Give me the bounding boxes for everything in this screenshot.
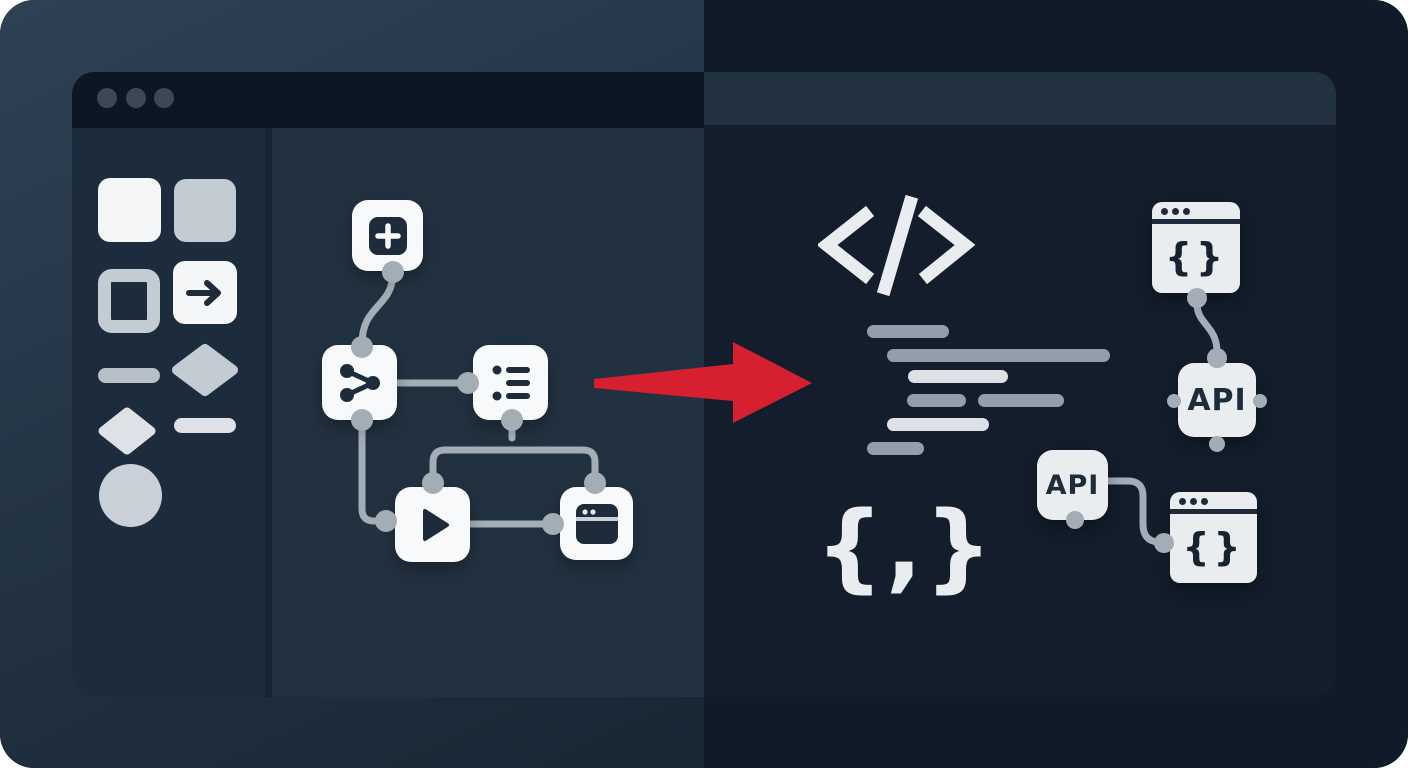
json-window-top[interactable]: {} (1152, 202, 1240, 293)
flow-node-branch[interactable] (322, 345, 397, 420)
mini-window-dot (1190, 498, 1197, 505)
code-line (887, 349, 1110, 362)
mini-window-titlebar (1170, 492, 1257, 509)
code-line (907, 394, 966, 407)
mini-window-dot (1161, 208, 1168, 215)
json-braces-label: {} (1182, 525, 1245, 569)
window-control-dot[interactable] (154, 88, 174, 108)
titlebar-right (704, 72, 1336, 125)
sidebar-divider (265, 128, 272, 697)
mini-window-titlebar (1152, 202, 1240, 219)
plus-icon (368, 216, 407, 255)
palette-square-white[interactable] (98, 178, 161, 242)
shape-palette-sidebar (72, 128, 265, 697)
braces-glyph: {,} (815, 491, 995, 603)
palette-bar[interactable] (174, 418, 236, 433)
flow-node-run[interactable] (395, 487, 470, 562)
app-window: {,} {} API API {} (72, 72, 1336, 697)
palette-diamond[interactable] (170, 343, 240, 397)
mini-window-separator (1170, 509, 1257, 514)
play-icon (422, 508, 449, 541)
flow-node-list[interactable] (473, 345, 548, 420)
api-chip-right[interactable]: API (1178, 363, 1256, 437)
palette-arrow-card[interactable] (173, 261, 237, 324)
code-line (887, 418, 989, 431)
titlebar-left (72, 72, 704, 128)
mini-window-dot (1183, 208, 1190, 215)
arrow-right-icon (186, 279, 221, 306)
list-icon (492, 365, 530, 400)
api-chip-left[interactable]: API (1037, 450, 1108, 520)
code-line (908, 370, 1008, 383)
palette-square-gray[interactable] (174, 179, 236, 242)
mini-window-dot (1172, 208, 1179, 215)
palette-bar[interactable] (98, 368, 160, 383)
mini-window-separator (1152, 219, 1240, 224)
mini-window-dot (1179, 498, 1186, 505)
json-window-bottom[interactable]: {} (1170, 492, 1257, 583)
flow-node-add[interactable] (352, 200, 423, 271)
json-braces-label: {} (1164, 235, 1228, 279)
window-control-dot[interactable] (126, 88, 146, 108)
mini-window-dot (1201, 498, 1208, 505)
flow-node-app[interactable] (560, 487, 633, 560)
palette-diamond[interactable] (96, 406, 158, 456)
window-control-dot[interactable] (97, 88, 117, 108)
palette-circle[interactable] (99, 464, 162, 527)
code-line (867, 442, 924, 455)
code-line (978, 394, 1064, 407)
palette-square-outline[interactable] (98, 269, 160, 333)
window-icon (575, 503, 618, 544)
code-line (867, 325, 949, 338)
share-icon (339, 363, 380, 402)
